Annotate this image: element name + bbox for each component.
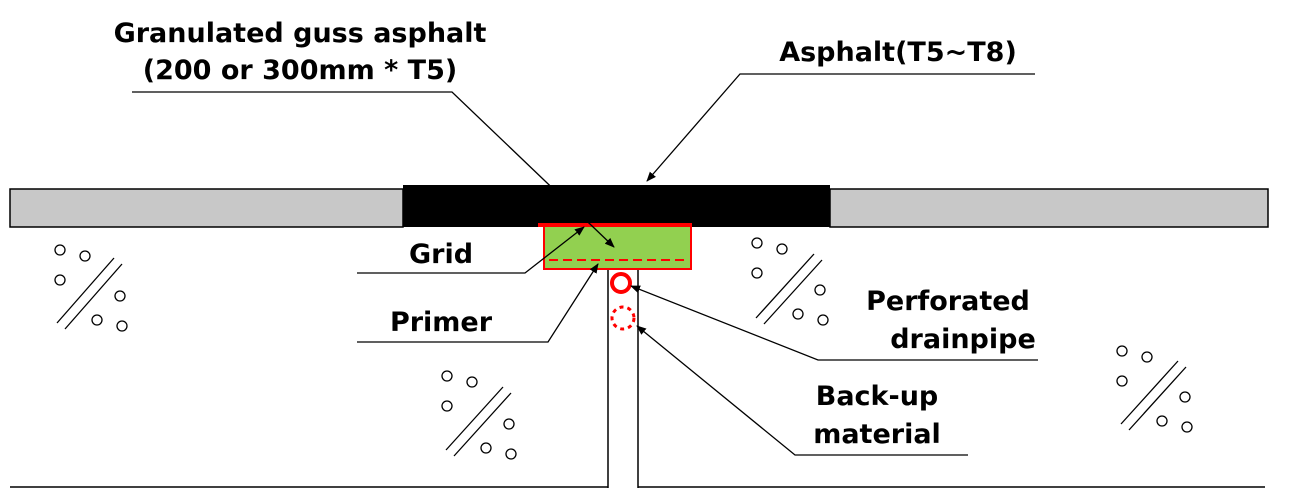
leader-line-granulated-guss-asphalt: [132, 91, 615, 248]
aggregate-symbol-3: [441, 370, 517, 460]
leader-line-primer: [357, 263, 599, 343]
leader-line-asphalt: [646, 73, 1035, 182]
aggregate-symbol-4: [1116, 345, 1193, 433]
label-grid: Grid: [409, 239, 473, 270]
aggregate-symbol-1: [54, 244, 128, 332]
perforated-drainpipe-circle: [610, 272, 632, 294]
pavement-slab-left: [9, 188, 404, 228]
pavement-slab-right: [829, 188, 1269, 228]
label-granulated-guss-asphalt-line2: (200 or 300mm * T5): [143, 55, 457, 86]
label-backup-material-line1: Back-up: [816, 381, 939, 412]
leader-line-grid: [357, 226, 585, 274]
label-perforated-drainpipe-line2: drainpipe: [890, 324, 1036, 355]
leader-line-backup-material: [636, 325, 968, 456]
leader-line-perforated-drainpipe: [630, 285, 1038, 361]
label-backup-material-line2: material: [813, 419, 941, 450]
aggregate-symbol-2: [751, 237, 829, 326]
asphalt-layer: [403, 185, 830, 227]
label-primer: Primer: [390, 307, 493, 338]
label-asphalt: Asphalt(T5~T8): [779, 37, 1017, 68]
granulated-guss-asphalt-block: [543, 224, 692, 270]
label-granulated-guss-asphalt-line1: Granulated guss asphalt: [114, 18, 487, 49]
backup-material-circle: [610, 305, 636, 331]
label-perforated-drainpipe-line1: Perforated: [866, 286, 1030, 317]
